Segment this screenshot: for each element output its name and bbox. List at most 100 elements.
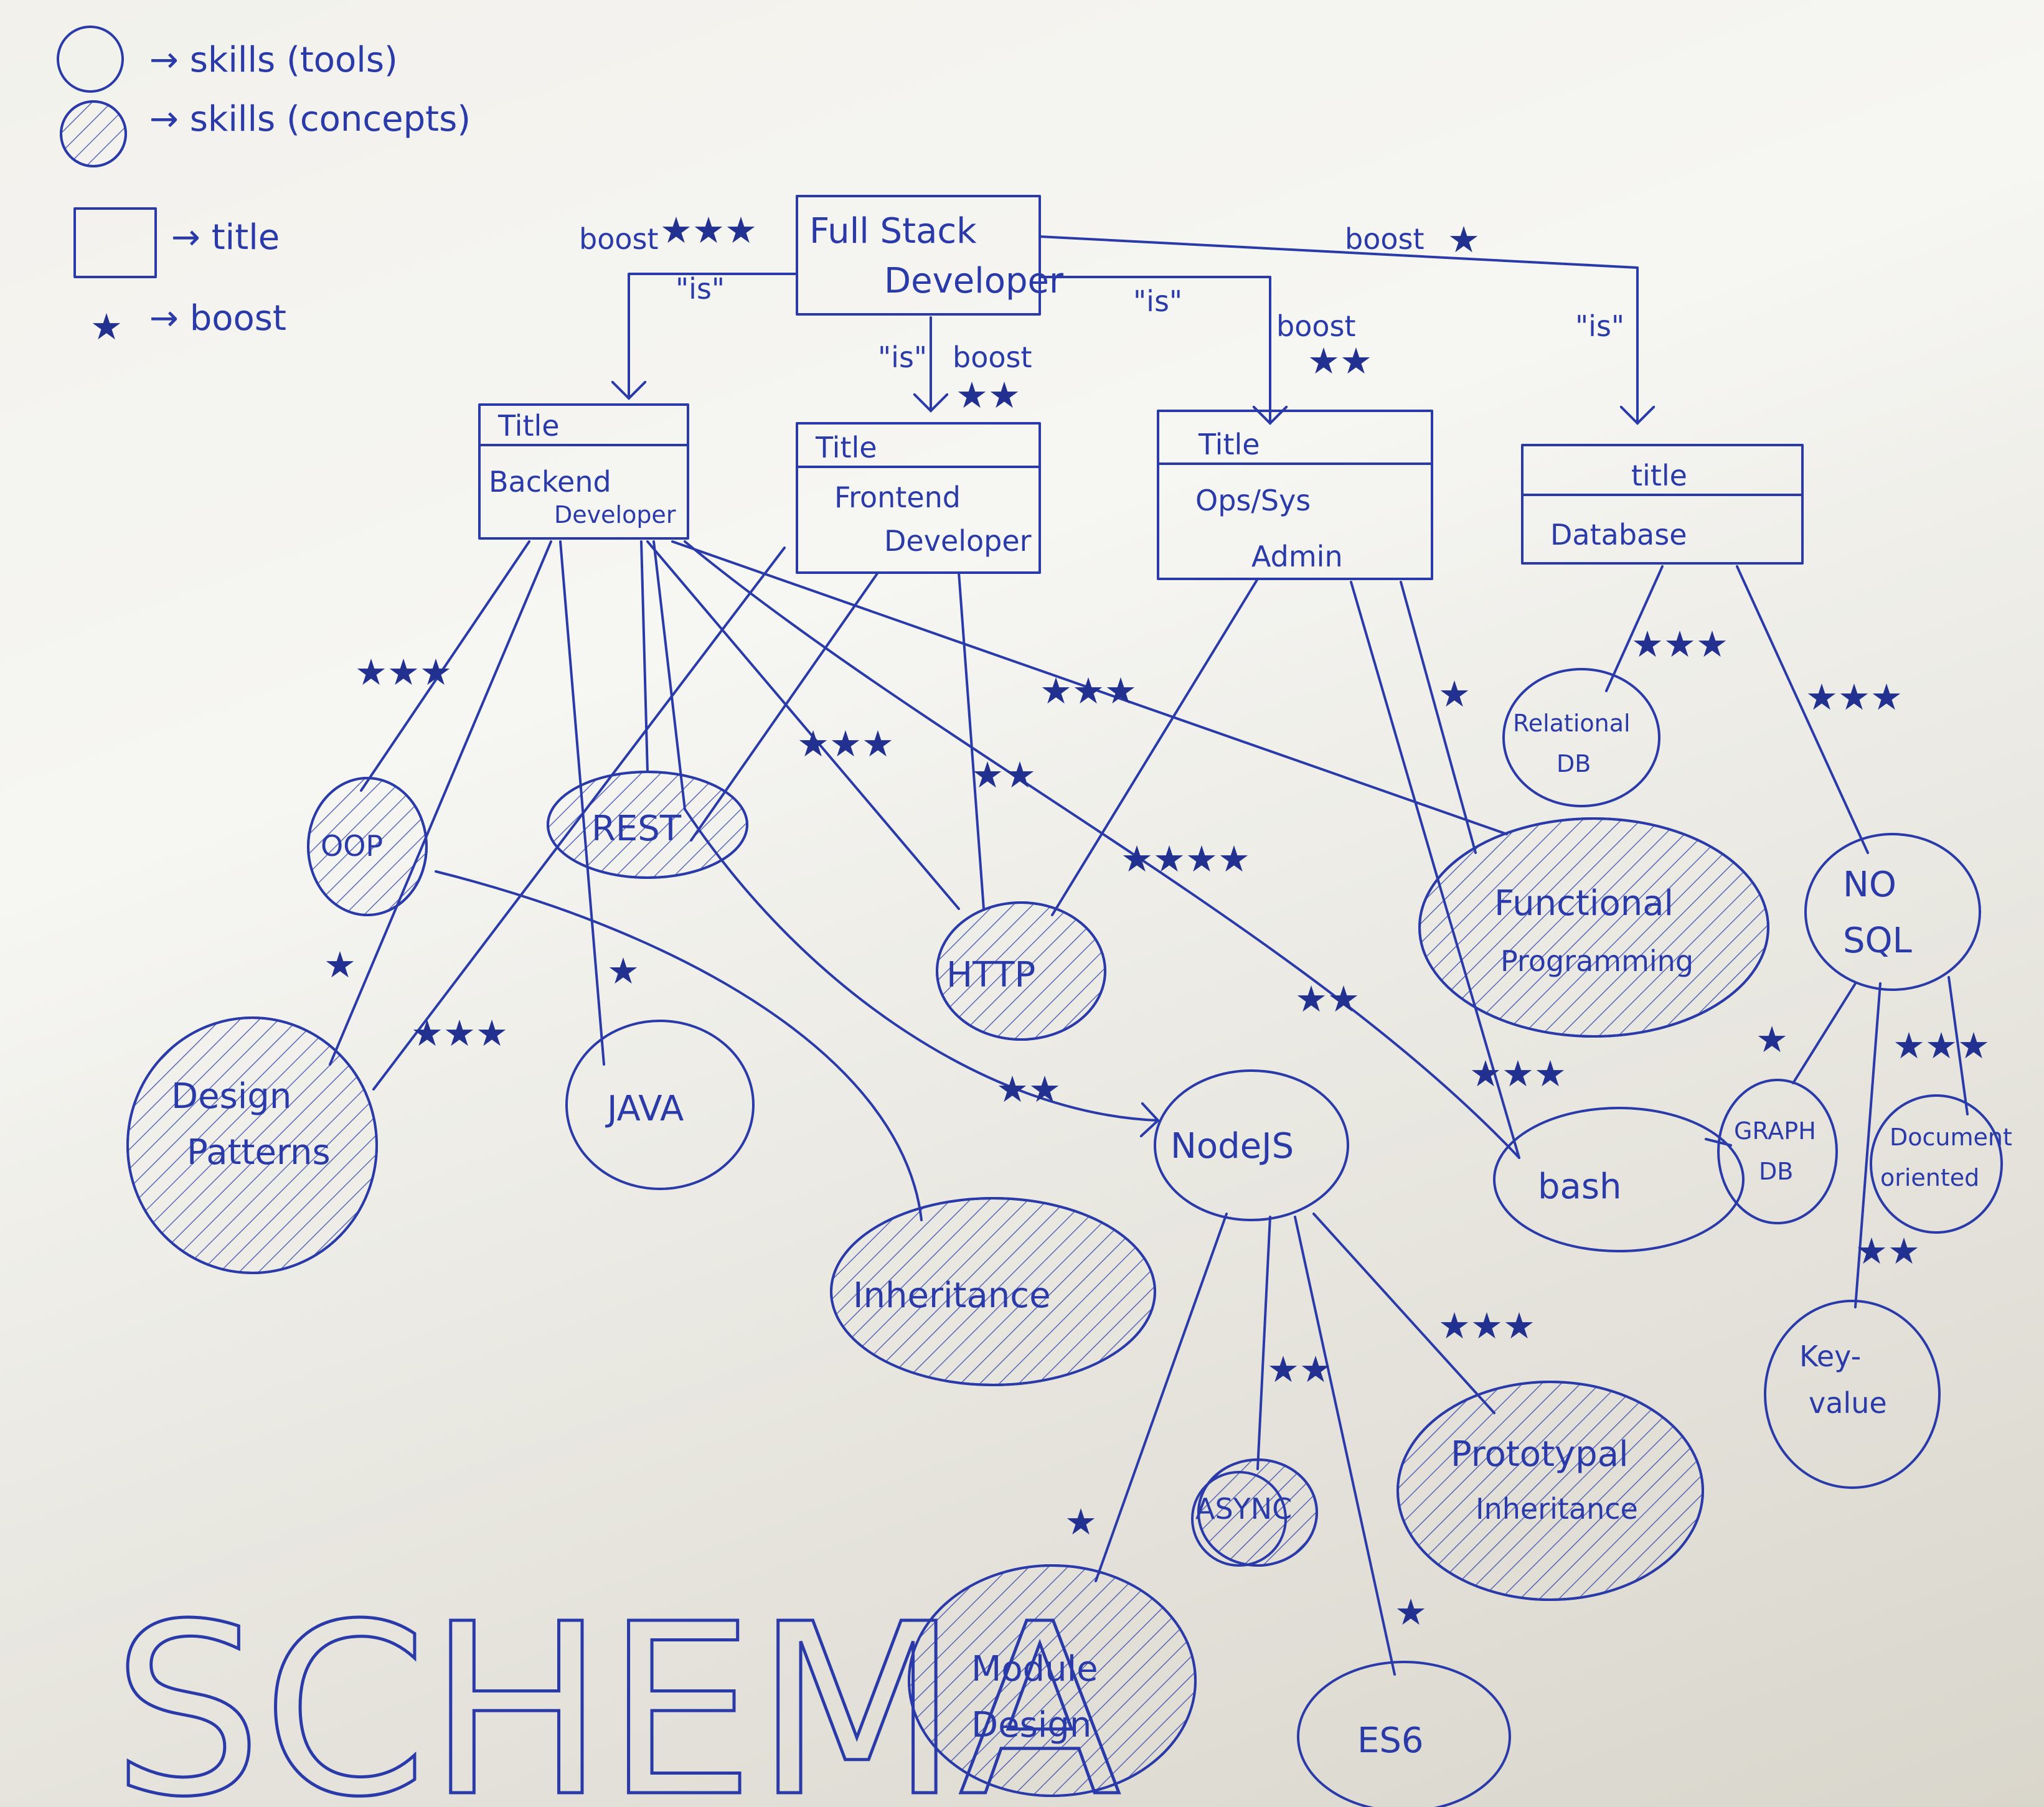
star-icon: ★ bbox=[90, 306, 123, 348]
legend-concepts: → skills (concepts) bbox=[149, 99, 471, 139]
svg-text:Prototypal: Prototypal bbox=[1451, 1434, 1629, 1475]
svg-text:Design: Design bbox=[171, 1076, 291, 1117]
skill-graph-db: GRAPH DB bbox=[1717, 1079, 1838, 1224]
title-frontend: Title Frontend Developer bbox=[796, 422, 1041, 574]
svg-text:JAVA: JAVA bbox=[605, 1089, 684, 1129]
svg-text:★★★: ★★★ bbox=[411, 1012, 508, 1054]
skill-async: ASYNC bbox=[1191, 1458, 1318, 1567]
title-database: title Database bbox=[1521, 444, 1804, 565]
svg-text:★★: ★★ bbox=[1295, 978, 1360, 1020]
svg-text:★★: ★★ bbox=[971, 754, 1036, 796]
legend-boost: → boost bbox=[149, 298, 286, 339]
is-label-ops: "is" bbox=[1133, 284, 1182, 318]
svg-text:Document: Document bbox=[1890, 1124, 2012, 1151]
skill-rest: REST bbox=[547, 771, 748, 879]
is-label-database: "is" bbox=[1575, 309, 1624, 343]
skill-java: JAVA bbox=[565, 1020, 755, 1190]
svg-text:Title: Title bbox=[497, 409, 560, 443]
skill-module-design: Module Design bbox=[908, 1564, 1197, 1797]
title-ops: Title Ops/Sys Admin bbox=[1157, 410, 1433, 580]
skill-inheritance: Inheritance bbox=[830, 1197, 1156, 1386]
svg-text:Database: Database bbox=[1550, 518, 1687, 551]
svg-text:★★★★: ★★★★ bbox=[1121, 838, 1250, 880]
svg-text:★: ★ bbox=[1395, 1591, 1427, 1633]
legend-title: → title bbox=[171, 217, 280, 258]
title-box-icon bbox=[73, 207, 157, 278]
svg-text:value: value bbox=[1809, 1386, 1887, 1420]
boost-frontend: ★★ bbox=[956, 374, 1020, 416]
svg-text:oriented: oriented bbox=[1880, 1164, 1979, 1191]
svg-text:GRAPH: GRAPH bbox=[1734, 1117, 1816, 1145]
svg-text:Patterns: Patterns bbox=[187, 1132, 331, 1173]
skill-bash: bash bbox=[1493, 1107, 1745, 1252]
svg-text:title: title bbox=[1631, 459, 1687, 492]
svg-text:★★: ★★ bbox=[1267, 1348, 1332, 1391]
connectors bbox=[329, 235, 1969, 1676]
svg-text:★★★: ★★★ bbox=[1469, 1053, 1566, 1095]
svg-text:Ops/Sys: Ops/Sys bbox=[1195, 484, 1311, 517]
skill-oop: OOP bbox=[307, 777, 428, 916]
is-label-backend: "is" bbox=[676, 272, 725, 306]
svg-text:Key-: Key- bbox=[1799, 1340, 1861, 1373]
skill-functional: Functional Programming bbox=[1418, 817, 1769, 1038]
svg-text:★★★: ★★★ bbox=[1893, 1025, 1990, 1067]
svg-text:Relational: Relational bbox=[1513, 710, 1631, 737]
svg-text:★: ★ bbox=[1756, 1018, 1788, 1061]
skill-http: HTTP bbox=[936, 901, 1106, 1041]
svg-text:HTTP: HTTP bbox=[946, 955, 1035, 995]
svg-text:Title: Title bbox=[815, 431, 877, 464]
skill-relational-db: Relational DB bbox=[1502, 668, 1660, 807]
boost-database: ★ bbox=[1448, 218, 1480, 261]
svg-text:DB: DB bbox=[1557, 750, 1591, 777]
skill-document-oriented: Document oriented bbox=[1870, 1094, 2012, 1234]
svg-text:NodeJS: NodeJS bbox=[1170, 1126, 1294, 1166]
boost-full-stack: ★★★ bbox=[660, 209, 757, 251]
legend-tools: → skills (tools) bbox=[149, 40, 398, 80]
svg-text:SQL: SQL bbox=[1843, 921, 1912, 961]
svg-text:★: ★ bbox=[324, 944, 356, 986]
svg-text:Frontend: Frontend bbox=[834, 481, 961, 514]
edge-labels: boost ★★★ "is" "is" boost ★★ "is" boost … bbox=[579, 209, 1624, 416]
boost-label-ops: boost bbox=[1276, 309, 1356, 343]
svg-text:★★★: ★★★ bbox=[1806, 676, 1903, 718]
svg-text:★: ★ bbox=[607, 950, 639, 992]
svg-text:★★★: ★★★ bbox=[1631, 623, 1728, 665]
title-backend: Title Backend Developer bbox=[478, 403, 689, 540]
is-label-frontend: "is" bbox=[878, 340, 927, 374]
svg-text:Title: Title bbox=[1198, 428, 1260, 461]
legend: → skills (tools) → skills (concepts) → t… bbox=[57, 26, 471, 348]
edge-boosts: ★★★ ★★★ ★★★ ★★ ★★★★ ★ ★★★ ★★★ ★ ★★★ ★ ★★… bbox=[324, 623, 1990, 1633]
boost-label-frontend: boost bbox=[953, 340, 1032, 374]
svg-text:Module: Module bbox=[971, 1649, 1098, 1689]
boost-label-database: boost bbox=[1345, 222, 1425, 256]
svg-text:Backend: Backend bbox=[489, 465, 611, 499]
skill-es6: ES6 bbox=[1297, 1661, 1511, 1807]
schema-heading: SCHEMA bbox=[112, 1573, 1121, 1807]
svg-text:Admin: Admin bbox=[1251, 540, 1343, 573]
svg-text:★★★: ★★★ bbox=[1438, 1305, 1535, 1347]
svg-text:Full Stack: Full Stack bbox=[809, 211, 977, 251]
svg-text:★: ★ bbox=[1438, 673, 1471, 715]
svg-text:ES6: ES6 bbox=[1357, 1720, 1424, 1761]
svg-text:Programming: Programming bbox=[1500, 944, 1693, 978]
skill-design-patterns: Design Patterns bbox=[126, 1016, 378, 1274]
svg-text:Inheritance: Inheritance bbox=[853, 1275, 1051, 1316]
svg-text:★★★: ★★★ bbox=[355, 651, 452, 693]
skill-nosql: NO SQL bbox=[1804, 833, 1981, 991]
svg-text:REST: REST bbox=[591, 809, 682, 849]
svg-text:★★★: ★★★ bbox=[797, 723, 894, 765]
svg-text:Developer: Developer bbox=[884, 261, 1064, 301]
svg-text:Design: Design bbox=[971, 1705, 1091, 1745]
skill-nodejs: NodeJS bbox=[1154, 1069, 1349, 1221]
boost-label: boost bbox=[579, 222, 659, 256]
svg-text:NO: NO bbox=[1843, 865, 1896, 905]
skill-prototypal-inheritance: Prototypal Inheritance bbox=[1396, 1381, 1704, 1601]
boost-ops: ★★ bbox=[1307, 340, 1372, 382]
svg-text:★★: ★★ bbox=[1855, 1230, 1920, 1272]
svg-text:Developer: Developer bbox=[884, 524, 1032, 558]
svg-text:Developer: Developer bbox=[554, 501, 676, 528]
title-full-stack: Full Stack Developer bbox=[796, 195, 1064, 316]
svg-text:ASYNC: ASYNC bbox=[1195, 1492, 1292, 1526]
